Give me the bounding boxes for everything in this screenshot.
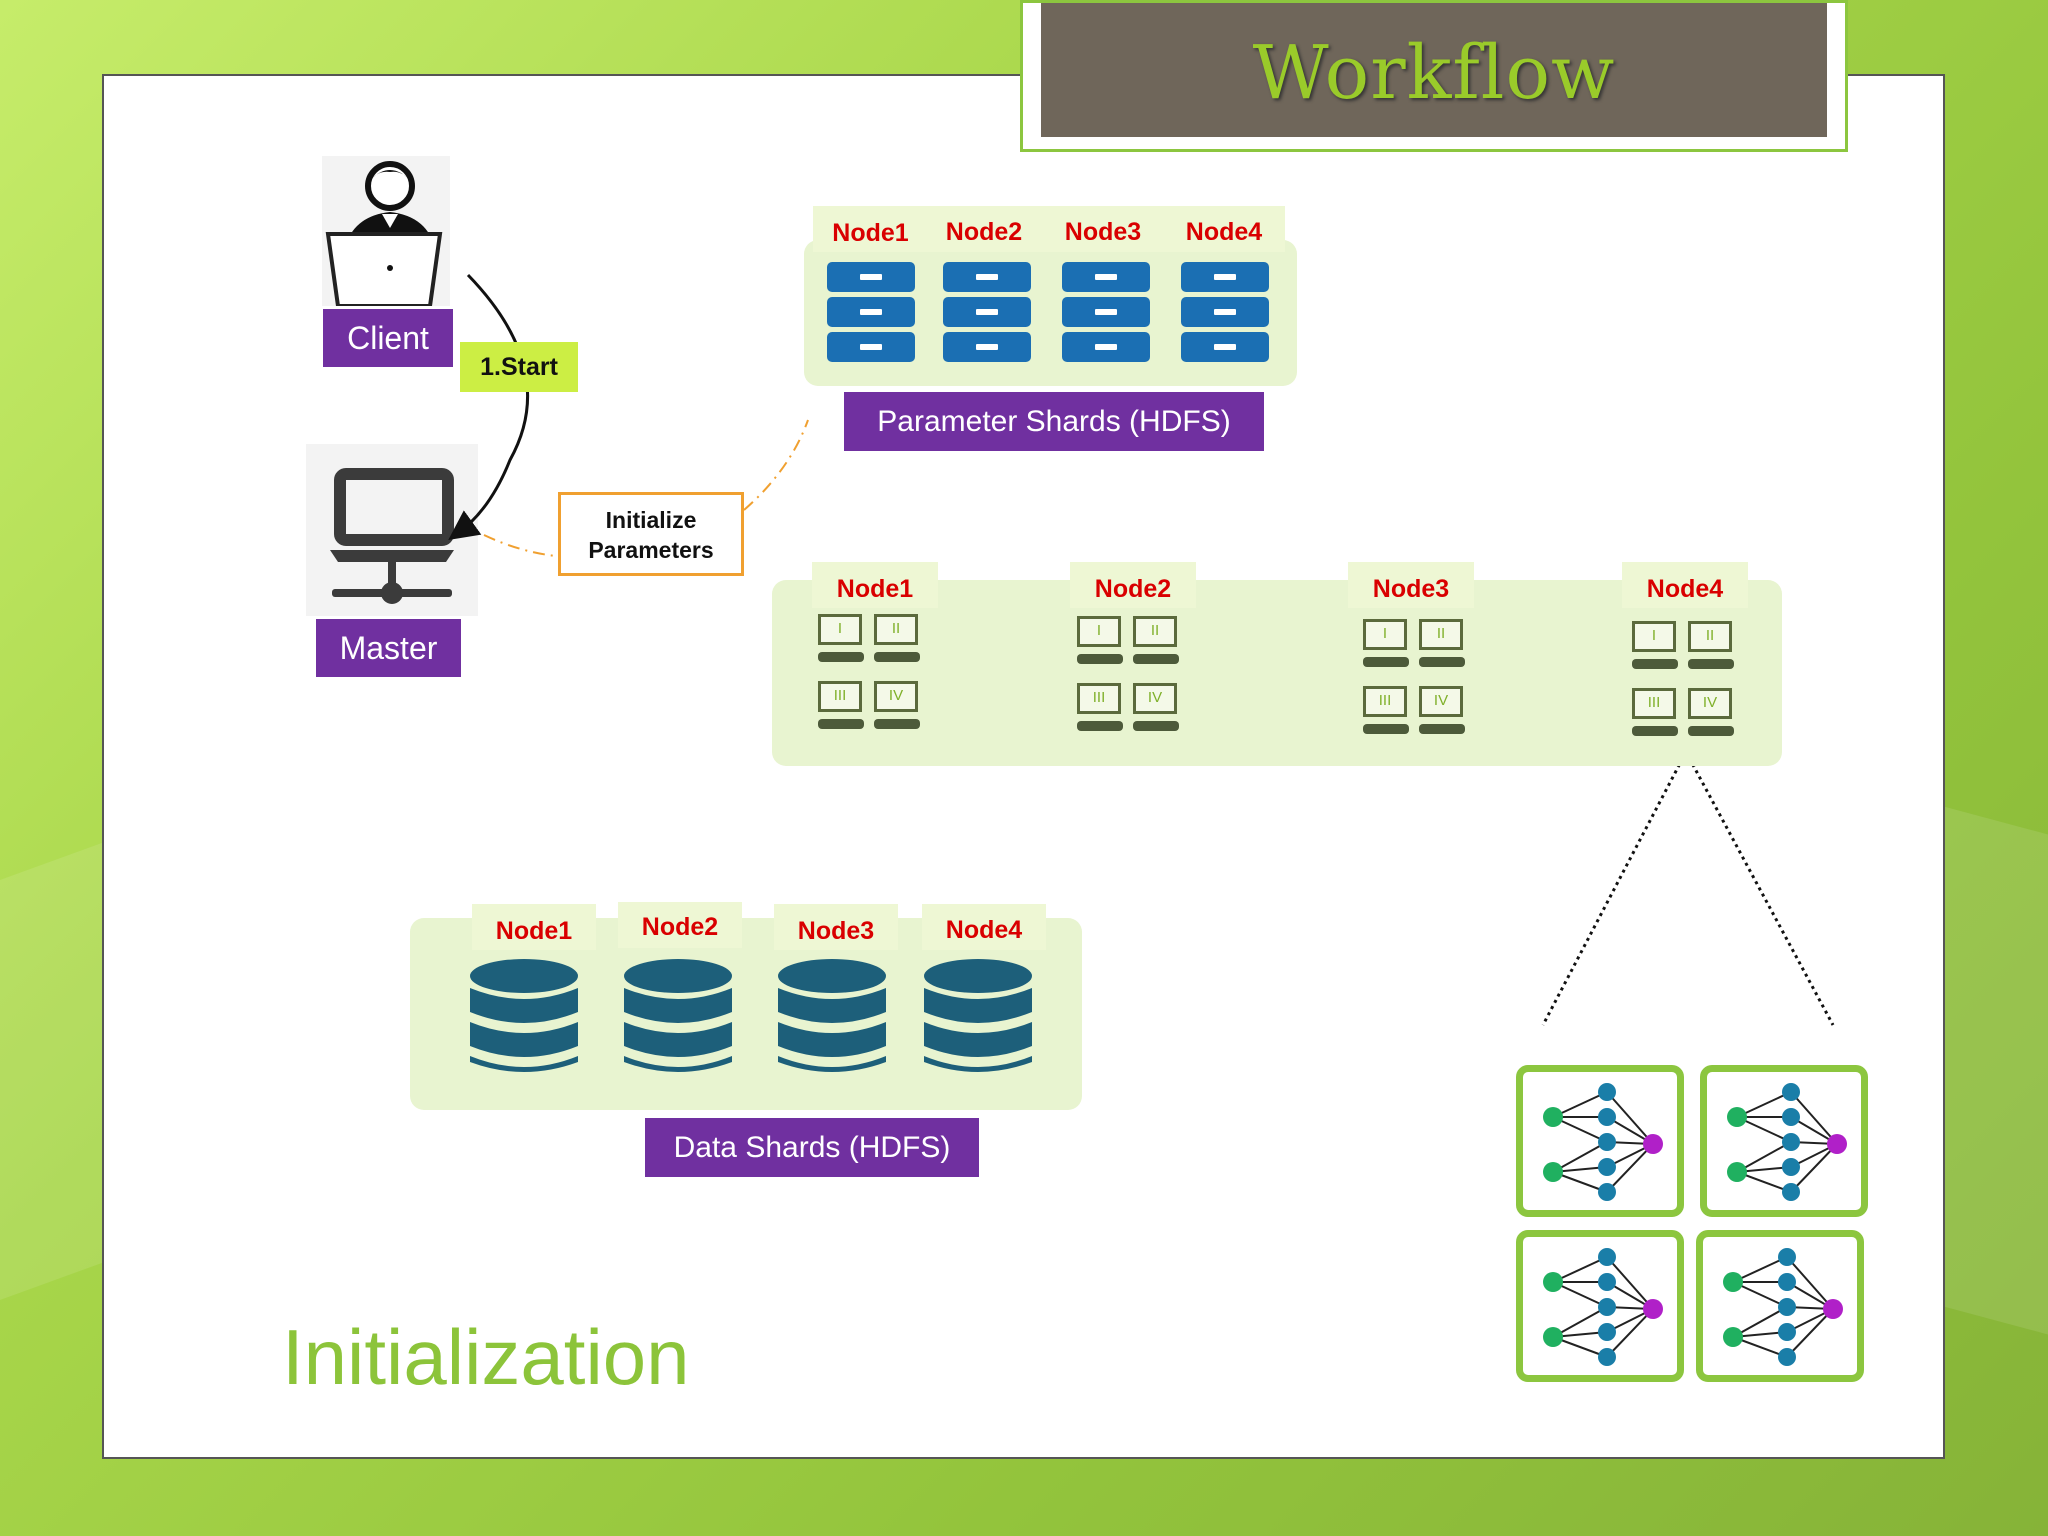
- partition-bar: [1363, 724, 1409, 734]
- parameter-shards-text: Parameter Shards (HDFS): [877, 405, 1231, 438]
- partition-bar: [1688, 659, 1734, 669]
- partition-bar: [1077, 654, 1123, 664]
- neural-network-icon: [1516, 1230, 1684, 1382]
- partition-iv: IV: [1133, 683, 1177, 714]
- initialize-parameters-box: Initialize Parameters: [558, 492, 744, 576]
- worker-node3-label: Node3: [1348, 562, 1474, 608]
- worker-node4-label: Node4: [1622, 562, 1748, 608]
- partition-bar: [874, 652, 920, 662]
- person-laptop-icon: [322, 156, 450, 308]
- init-line-1: Initialize: [605, 507, 697, 533]
- param-node3-label: Node3: [1043, 206, 1163, 252]
- data-node1-label: Node1: [472, 904, 596, 950]
- data-node3-label: Node3: [774, 904, 898, 950]
- data-shards-text: Data Shards (HDFS): [673, 1131, 951, 1164]
- database-icon: [922, 958, 1034, 1086]
- database-icon: [776, 958, 888, 1086]
- data-node2-label: Node2: [618, 902, 742, 948]
- partition-bar: [1133, 654, 1179, 664]
- data-shards-label: Data Shards (HDFS): [645, 1118, 979, 1177]
- partition-iii: III: [818, 681, 862, 712]
- data-node4-label: Node4: [922, 904, 1046, 950]
- partition-iv: IV: [1688, 688, 1732, 719]
- partition-iv: IV: [1419, 686, 1463, 717]
- partition-bar: [1688, 726, 1734, 736]
- partition-bar: [1133, 721, 1179, 731]
- partition-bar: [1632, 659, 1678, 669]
- partition-i: I: [818, 614, 862, 645]
- neural-network-icon: [1700, 1065, 1868, 1217]
- init-line-2: Parameters: [588, 537, 714, 563]
- partition-bar: [1419, 657, 1465, 667]
- neural-network-icon: [1696, 1230, 1864, 1382]
- partition-iii: III: [1077, 683, 1121, 714]
- partition-bar: [818, 652, 864, 662]
- partition-ii: II: [1419, 619, 1463, 650]
- partition-bar: [818, 719, 864, 729]
- partition-ii: II: [1688, 621, 1732, 652]
- zoom-line-left: [1541, 751, 1688, 1026]
- partition-i: I: [1363, 619, 1407, 650]
- partition-bar: [1363, 657, 1409, 667]
- title-banner: Workflow: [1020, 0, 1848, 152]
- partition-bar: [874, 719, 920, 729]
- param-node2-label: Node2: [923, 206, 1045, 252]
- section-title: Initialization: [282, 1313, 690, 1401]
- worker-nodes-panel: [772, 580, 1782, 766]
- partition-i: I: [1077, 616, 1121, 647]
- partition-ii: II: [1133, 616, 1177, 647]
- worker-node2-label: Node2: [1070, 562, 1196, 608]
- client-label-text: Client: [347, 320, 429, 356]
- neural-network-icon: [1516, 1065, 1684, 1217]
- partition-iii: III: [1363, 686, 1407, 717]
- database-icon: [468, 958, 580, 1086]
- init-to-params-connector: [743, 419, 809, 511]
- partition-bar: [1632, 726, 1678, 736]
- partition-i: I: [1632, 621, 1676, 652]
- master-label: Master: [316, 619, 461, 677]
- init-connector: [483, 534, 557, 557]
- start-arrow: [448, 273, 530, 541]
- slide-title: Workflow: [1252, 30, 1616, 116]
- worker-node1-label: Node1: [812, 562, 938, 608]
- start-step-label: 1.Start: [460, 342, 578, 392]
- title-background: Workflow: [1041, 3, 1827, 137]
- zoom-line-right: [1684, 751, 1835, 1026]
- partition-iii: III: [1632, 688, 1676, 719]
- database-icon: [622, 958, 734, 1086]
- partition-ii: II: [874, 614, 918, 645]
- param-node4-label: Node4: [1163, 206, 1285, 252]
- partition-bar: [1419, 724, 1465, 734]
- partition-bar: [1077, 721, 1123, 731]
- parameter-shards-label: Parameter Shards (HDFS): [844, 392, 1264, 451]
- partition-iv: IV: [874, 681, 918, 712]
- client-label: Client: [323, 309, 453, 367]
- param-node1-label: Node1: [813, 206, 928, 252]
- master-label-text: Master: [339, 630, 438, 666]
